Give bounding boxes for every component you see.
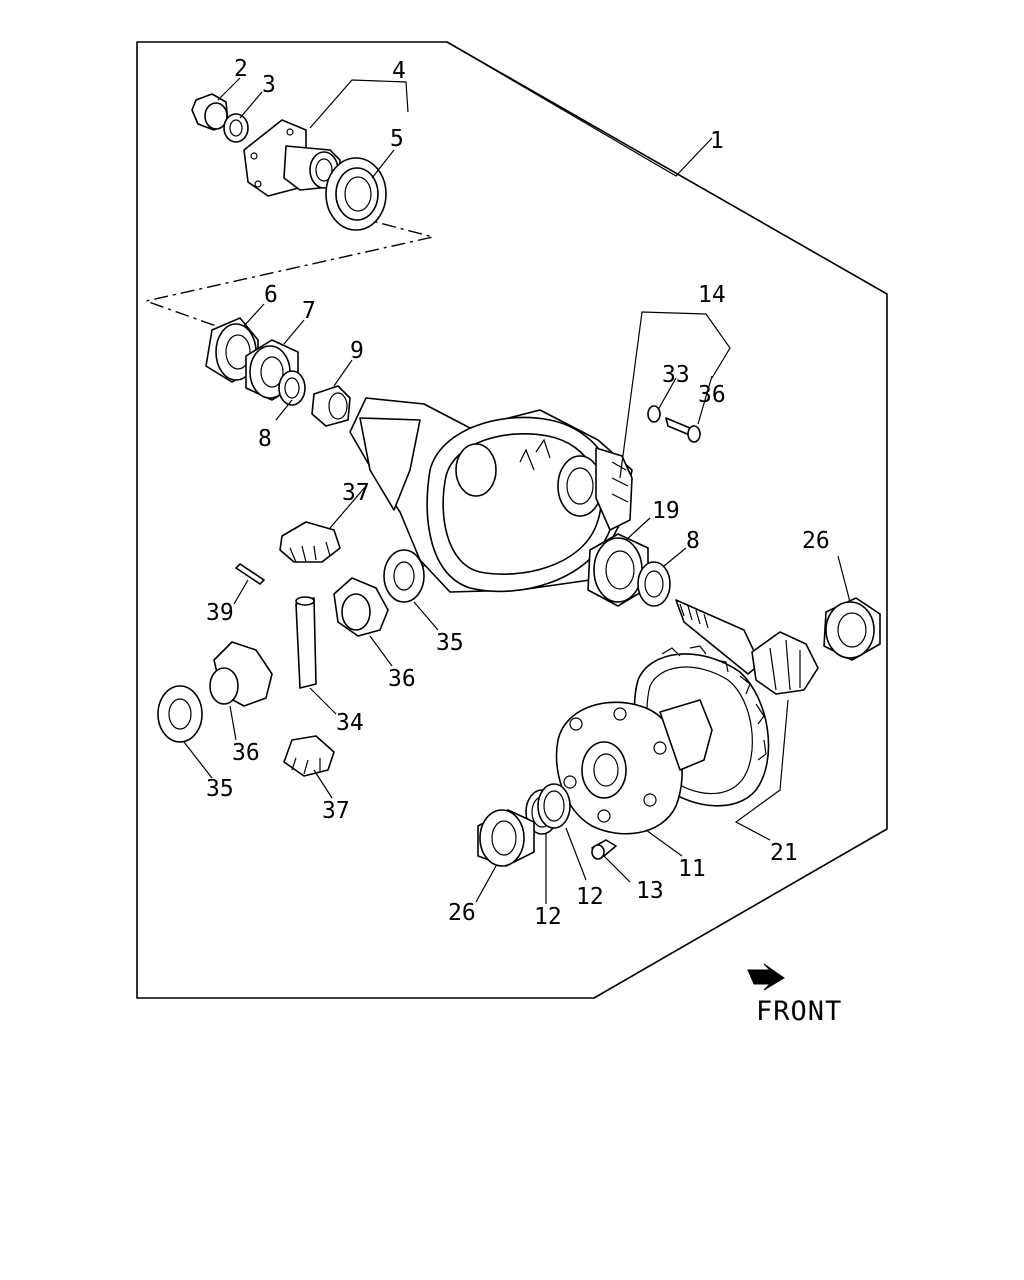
label-part-37-lower: 37: [322, 798, 350, 824]
differential-carrier-housing: [349, 397, 633, 593]
label-part-8-upper: 8: [258, 426, 272, 452]
part-37-pinion-gear-upper: [279, 521, 341, 563]
label-part-4: 4: [392, 58, 406, 84]
part-12-shim-b: [537, 783, 571, 829]
part-8-shim-lower: [637, 561, 671, 607]
label-part-2: 2: [234, 56, 248, 82]
part-26-side-bearing-left: [477, 809, 535, 867]
label-part-39: 39: [206, 600, 234, 626]
part-5-oil-seal: [325, 157, 387, 231]
part-13-bolt: [591, 839, 617, 860]
part-35-thrust-washer-center: [383, 549, 425, 603]
label-part-26-left: 26: [448, 900, 476, 926]
label-part-1: 1: [710, 128, 724, 154]
part-36-bolt: [665, 417, 701, 443]
label-part-11: 11: [678, 856, 706, 882]
front-label: FRONT: [756, 996, 842, 1027]
part-37-pinion-gear-lower: [283, 735, 335, 777]
label-part-36-left: 36: [232, 740, 260, 766]
leader-lines: [183, 41, 851, 904]
label-part-26-right: 26: [802, 528, 830, 554]
part-19-bearing: [587, 533, 649, 607]
label-part-7: 7: [302, 298, 316, 324]
label-part-34: 34: [336, 710, 364, 736]
arrow-right-icon: [747, 963, 785, 991]
label-part-35-left: 35: [206, 776, 234, 802]
part-9-spacer: [311, 385, 351, 427]
label-part-12-b: 12: [534, 904, 562, 930]
label-part-12-a: 12: [576, 884, 604, 910]
part-36-side-gear-left: [209, 641, 273, 707]
part-26-side-bearing-right: [823, 597, 881, 661]
part-33-lock-washer: [647, 405, 661, 423]
label-part-3: 3: [262, 72, 276, 98]
part-34-pinion-shaft: [295, 596, 317, 689]
label-part-5: 5: [390, 126, 404, 152]
label-part-21: 21: [770, 840, 798, 866]
label-part-37-upper: 37: [342, 480, 370, 506]
label-part-35-center: 35: [436, 630, 464, 656]
part-8-shim-upper: [278, 370, 306, 406]
label-part-33: 33: [662, 362, 690, 388]
part-36-side-gear-center: [333, 577, 389, 637]
centerline-upper: [143, 209, 434, 338]
part-2-flange-nut: [191, 93, 229, 131]
label-part-9: 9: [350, 338, 364, 364]
part-4-companion-flange: [243, 119, 341, 197]
label-part-36-center: 36: [388, 666, 416, 692]
label-part-36-upper: 36: [698, 382, 726, 408]
label-part-13: 13: [636, 878, 664, 904]
front-indicator: FRONT: [747, 963, 842, 1027]
part-39-lock-pin: [235, 563, 265, 585]
part-3-washer: [223, 113, 249, 143]
label-part-19: 19: [652, 498, 680, 524]
part-labels: 1 2 3 4 5 6 7 8 9 14 33 36 19 8 26 37 39…: [206, 56, 830, 930]
label-part-6: 6: [264, 282, 278, 308]
label-part-14: 14: [698, 282, 726, 308]
part-11-differential-case: [555, 699, 713, 835]
label-part-8-lower: 8: [686, 528, 700, 554]
part-35-thrust-washer-left: [157, 685, 203, 743]
